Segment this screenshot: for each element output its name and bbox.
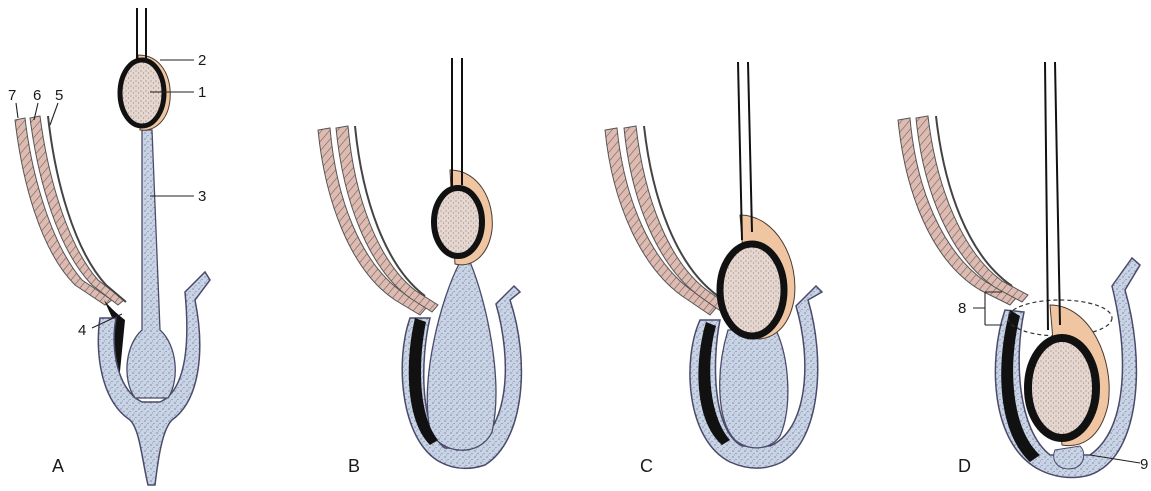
- callout-1: 1: [198, 84, 206, 101]
- processus-vaginalis: [427, 262, 496, 450]
- leader-5: [50, 103, 58, 125]
- panel-b: [318, 58, 521, 468]
- wall-layer-outer: [898, 118, 1016, 305]
- testis: [720, 244, 784, 336]
- processus-vaginalis: [127, 130, 175, 398]
- callout-9: 9: [1140, 456, 1148, 473]
- processus-vaginalis: [720, 330, 788, 448]
- panel-label-c: C: [640, 456, 653, 476]
- testis: [120, 60, 164, 126]
- cord: [738, 62, 752, 240]
- callout-8: 8: [958, 300, 966, 317]
- leader-7: [16, 103, 18, 118]
- wall-layer-7: [15, 118, 112, 305]
- testis: [434, 188, 482, 256]
- cord: [1045, 62, 1060, 330]
- callout-4: 4: [78, 322, 86, 339]
- panel-d: [898, 62, 1140, 478]
- callout-3: 3: [198, 188, 206, 205]
- callout-6: 6: [33, 87, 41, 104]
- vaginal-remnant: [1054, 446, 1084, 469]
- panel-c: [605, 62, 822, 468]
- cord: [137, 8, 146, 60]
- callout-7: 7: [8, 87, 16, 104]
- callout-2: 2: [198, 52, 206, 69]
- panel-label-b: B: [348, 456, 360, 476]
- panel-a: [15, 8, 210, 485]
- panel-label-d: D: [958, 456, 971, 476]
- callout-5: 5: [55, 87, 63, 104]
- panel-label-a: A: [52, 456, 64, 476]
- testis: [1028, 338, 1096, 438]
